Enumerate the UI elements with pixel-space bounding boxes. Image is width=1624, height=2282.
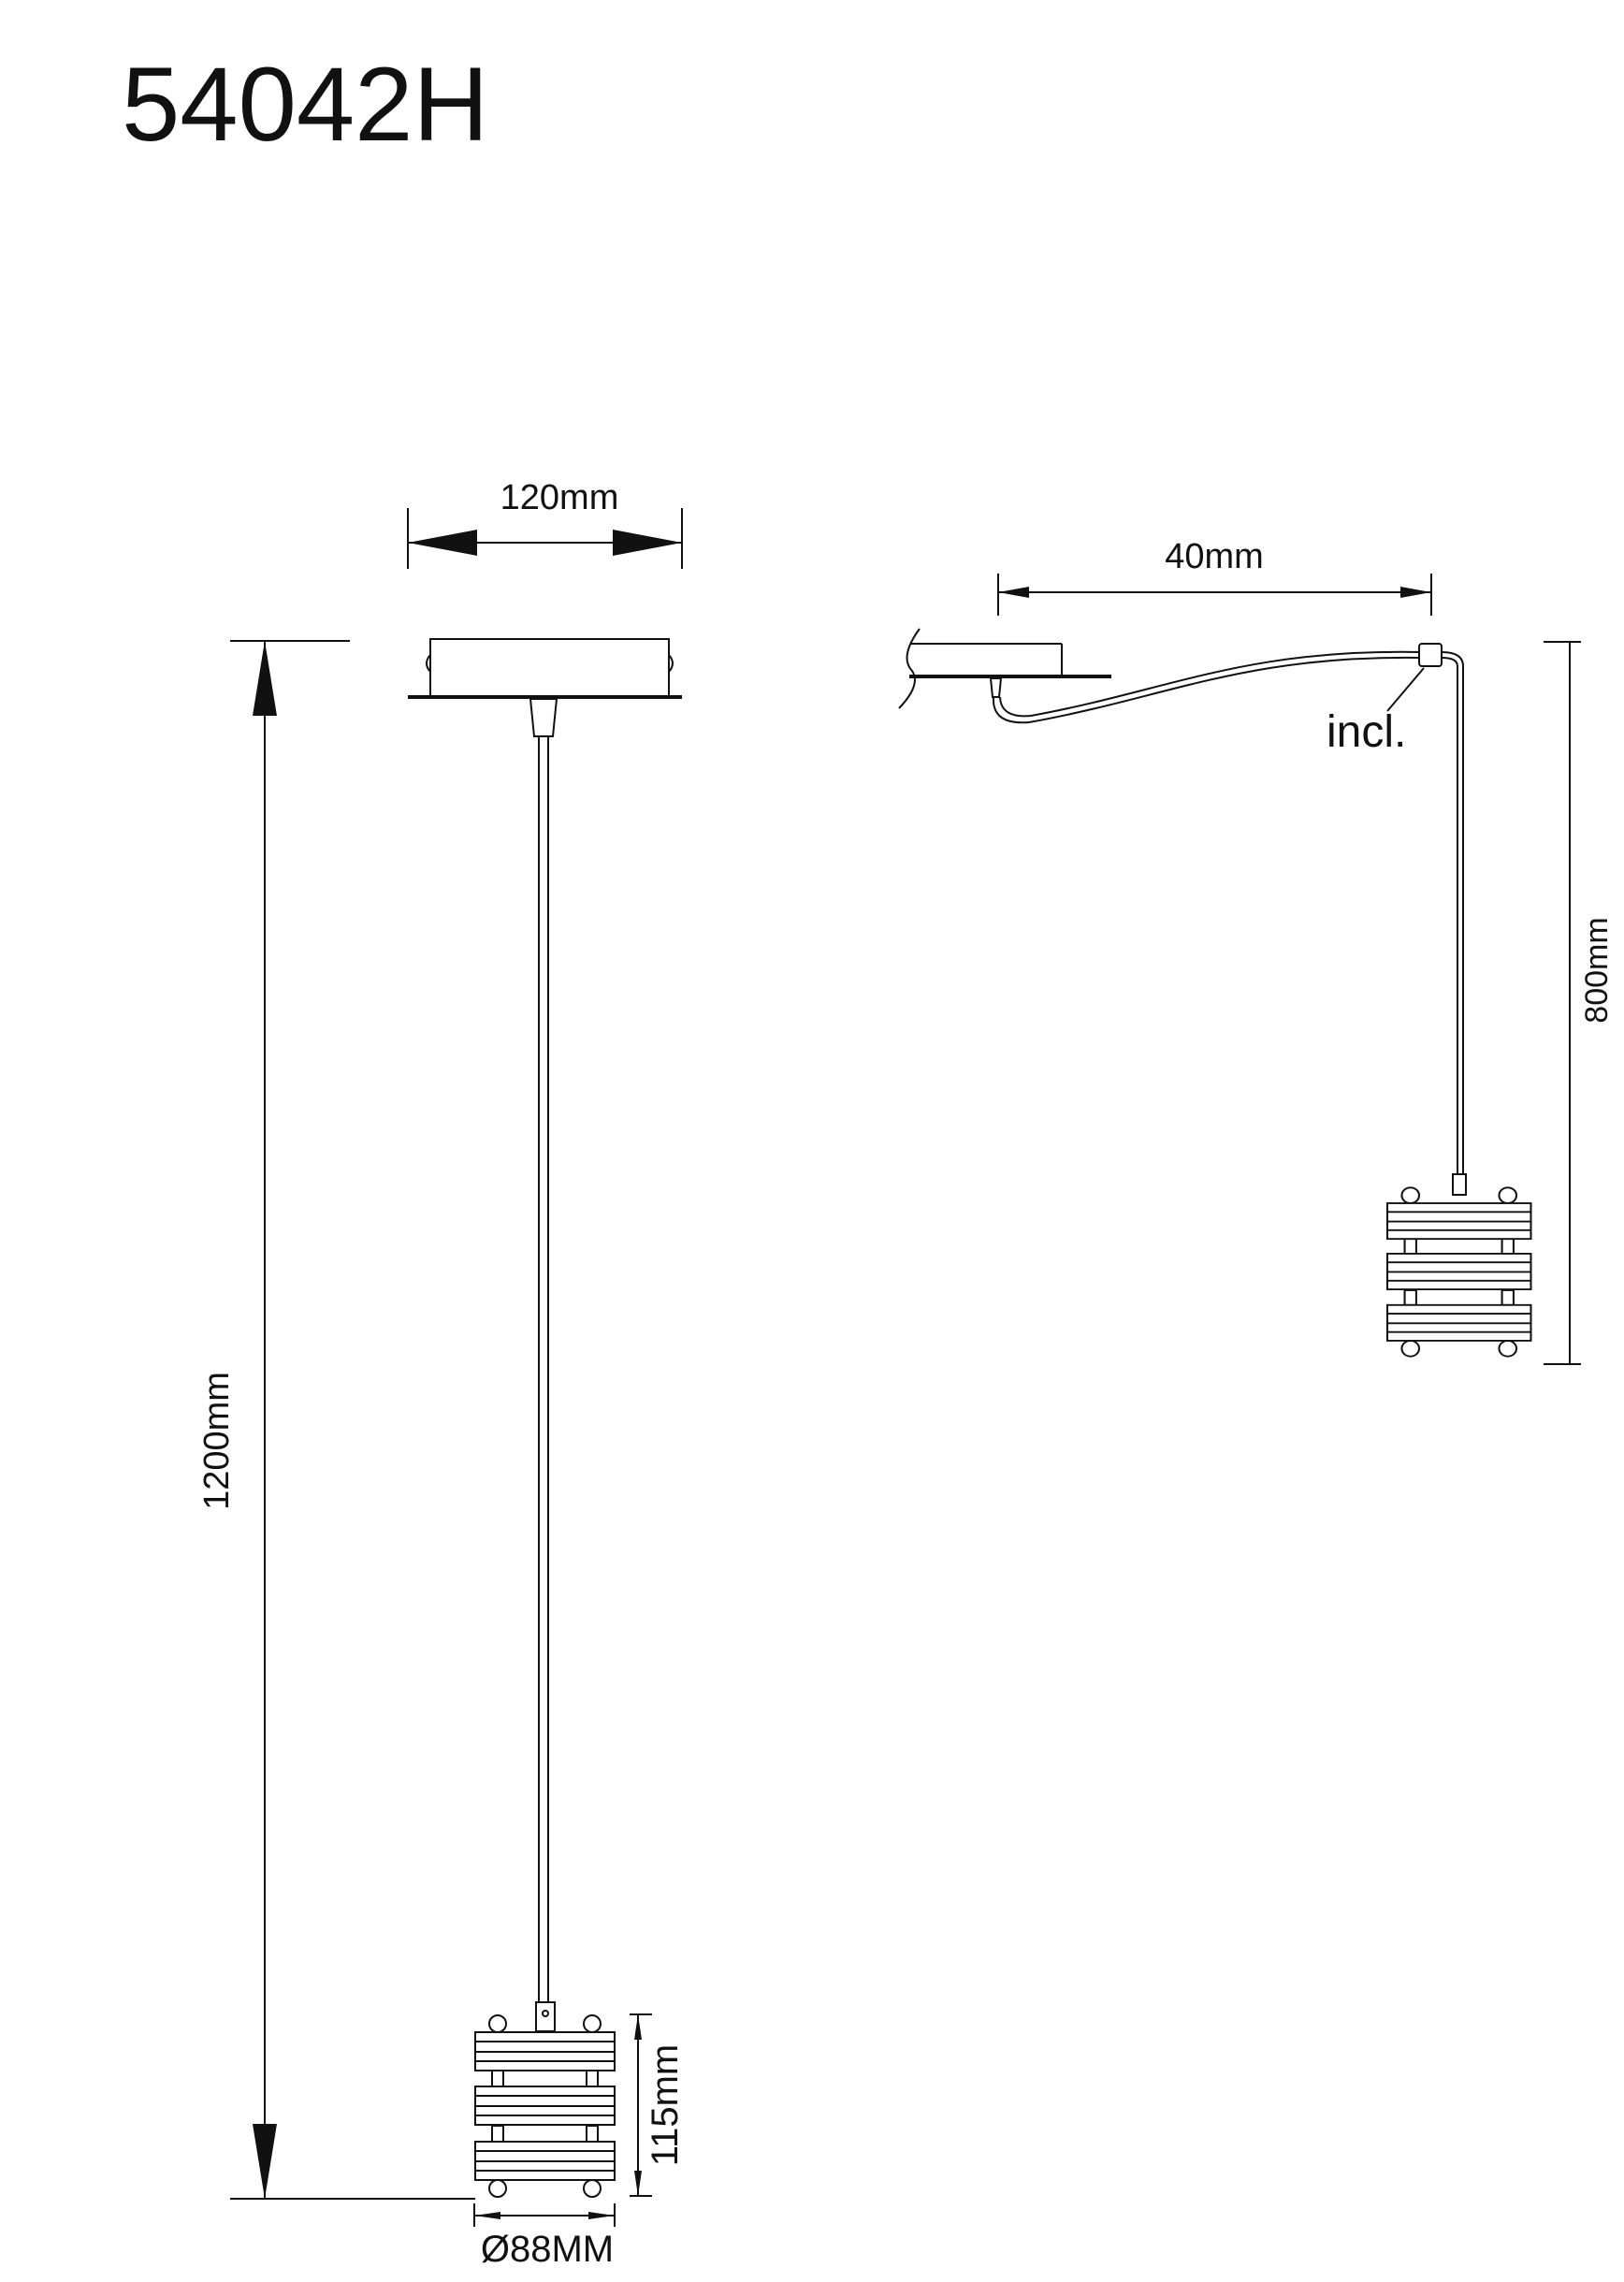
lamp-shade-side [1385,1186,1532,1358]
offset-label: 40mm [1165,537,1264,576]
offset-dimension: 40mm [997,537,1432,616]
finial-ball [1498,1186,1518,1204]
finial-ball [1400,1340,1421,1358]
spacer-post [586,2070,599,2087]
drop-height-dimension: 800mm [1544,641,1615,1365]
hook-included-note: incl. [1327,707,1406,757]
lamp-shade [474,2014,616,2198]
drop-cable [1441,651,1464,1181]
finial-ball [583,2014,602,2033]
side-view: 40mm incl. 800mm [898,537,1615,1365]
shade-height-label: 115mm [645,2044,686,2166]
finial-ball [1400,1186,1421,1204]
shade-diameter-label: Ø88MM [481,2229,614,2270]
spacer-post [491,2125,504,2143]
total-height-label: 1200mm [197,1372,237,1510]
total-height-dimension: 1200mm [197,640,475,2200]
rod-clamp-side [1452,1173,1467,1196]
spacer-post [586,2125,599,2143]
spacer-post [1403,1238,1417,1255]
drop-height-label: 800mm [1579,917,1615,1023]
spacer-post [1403,1289,1417,1306]
ceiling-canopy-side [898,628,1111,709]
finial-ball [583,2179,602,2198]
finial-ball [488,2014,507,2033]
screw-icon [542,2010,549,2017]
shade-diameter-dimension: Ø88MM [473,2203,616,2270]
suspension-rod [538,735,549,2005]
canopy-diameter-label: 120mm [500,478,619,517]
spacer-post [491,2070,504,2087]
model-title: 54042H [122,46,488,163]
finial-ball [488,2179,507,2198]
canopy-diameter-dimension: 120mm [407,478,683,569]
ceiling-canopy [408,638,682,737]
finial-ball [1498,1340,1518,1358]
power-cable [992,650,1423,724]
spacer-post [1501,1289,1515,1306]
spacer-post [1501,1238,1515,1255]
cable-hook [1418,643,1443,667]
shade-height-dimension: 115mm [630,2013,686,2197]
front-view: 120mm 1200mm 1 [197,478,686,2270]
